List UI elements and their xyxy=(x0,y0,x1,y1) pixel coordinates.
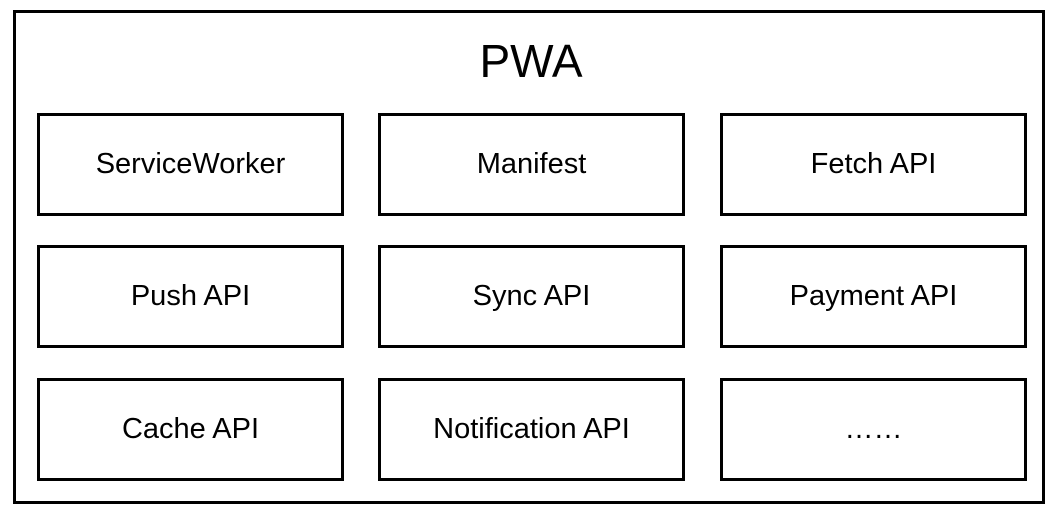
box-label: …… xyxy=(844,413,903,445)
box-push-api: Push API xyxy=(37,245,344,348)
diagram-title: PWA xyxy=(479,35,583,87)
box-sync-api: Sync API xyxy=(378,245,685,348)
box-label: Notification API xyxy=(433,413,630,445)
box-serviceworker: ServiceWorker xyxy=(37,113,344,216)
box-manifest: Manifest xyxy=(378,113,685,216)
box-cache-api: Cache API xyxy=(37,378,344,481)
box-label: ServiceWorker xyxy=(95,148,286,180)
box-label: Manifest xyxy=(476,148,587,180)
box-fetch-api: Fetch API xyxy=(720,113,1027,216)
box-label: Cache API xyxy=(121,413,260,445)
box-notification-api: Notification API xyxy=(378,378,685,481)
box-payment-api: Payment API xyxy=(720,245,1027,348)
box-label: Fetch API xyxy=(810,148,937,180)
box-label: Push API xyxy=(130,280,251,312)
box-more-ellipsis: …… xyxy=(720,378,1027,481)
box-label: Payment API xyxy=(789,280,958,312)
box-label: Sync API xyxy=(472,280,591,312)
